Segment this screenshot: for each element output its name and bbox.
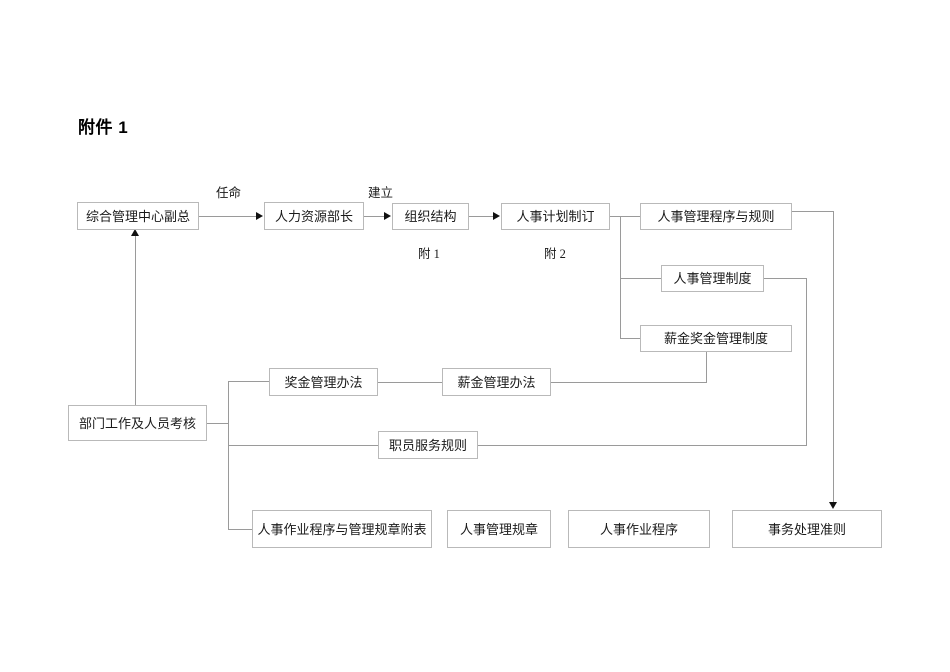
- connector-org-structure-to-hr-plan: [469, 216, 494, 217]
- connector-spine-to-hr-procedure-rules: [620, 216, 641, 217]
- right-spine-vertical: [620, 216, 621, 338]
- connector-hr-procedure-to-far-right: [792, 211, 834, 212]
- connector-spine-to-salary-bonus-system: [620, 338, 641, 339]
- node-hr-procedure-rules[interactable]: 人事管理程序与规则: [640, 203, 792, 230]
- connector-hr-plan-to-right-spine: [610, 216, 621, 217]
- connector-vp-to-hr-director: [199, 216, 257, 217]
- edge-label-establish: 建立: [368, 186, 394, 200]
- page-title: 附件 1: [78, 118, 129, 137]
- node-salary-method[interactable]: 薪金管理办法: [442, 368, 551, 396]
- node-general-mgmt-vp[interactable]: 综合管理中心副总: [77, 202, 199, 230]
- connector-spine-to-hr-system: [620, 278, 662, 279]
- connector-salary-method-to-salary-bonus: [550, 382, 707, 383]
- arrowhead-to-org-structure: [384, 212, 391, 220]
- connector-dept-appraisal-to-vp: [135, 236, 136, 406]
- node-org-structure[interactable]: 组织结构: [392, 203, 469, 230]
- node-hr-ops-procedure[interactable]: 人事作业程序: [568, 510, 710, 548]
- node-dept-work-appraisal[interactable]: 部门工作及人员考核: [68, 405, 207, 441]
- connector-salary-bonus-drop: [706, 352, 707, 382]
- connector-staff-service-rules-to-mid-right-vertical: [478, 445, 807, 446]
- arrowhead-to-affairs-handling-rules: [829, 502, 837, 509]
- arrowhead-to-general-mgmt-vp: [131, 229, 139, 236]
- connector-left-spine-to-staff-service-rules: [228, 445, 379, 446]
- connector-hr-director-to-org-structure: [364, 216, 385, 217]
- connector-left-spine-to-bottom-row: [228, 529, 253, 530]
- edge-label-appoint: 任命: [216, 186, 242, 200]
- arrowhead-to-hr-plan: [493, 212, 500, 220]
- node-hr-ops-procedure-appendix[interactable]: 人事作业程序与管理规章附表: [252, 510, 432, 548]
- node-affairs-handling-rules[interactable]: 事务处理准则: [732, 510, 882, 548]
- connector-bonus-to-salary-method: [378, 382, 443, 383]
- annotation-attach-1: 附 1: [418, 247, 440, 261]
- annotation-attach-2: 附 2: [544, 247, 566, 261]
- connector-dept-appraisal-to-left-spine: [207, 423, 229, 424]
- node-staff-service-rules[interactable]: 职员服务规则: [378, 431, 478, 459]
- left-spine-vertical: [228, 381, 229, 529]
- connector-hr-system-to-mid-right-vertical: [764, 278, 807, 279]
- connector-left-spine-to-bonus-method: [228, 381, 270, 382]
- arrowhead-to-hr-director: [256, 212, 263, 220]
- node-bonus-method[interactable]: 奖金管理办法: [269, 368, 378, 396]
- node-hr-system[interactable]: 人事管理制度: [661, 265, 764, 292]
- node-hr-plan[interactable]: 人事计划制订: [501, 203, 610, 230]
- far-right-vertical: [833, 211, 834, 506]
- node-hr-director[interactable]: 人力资源部长: [264, 202, 364, 230]
- node-hr-regulations[interactable]: 人事管理规章: [447, 510, 551, 548]
- mid-right-vertical: [806, 278, 807, 445]
- node-salary-bonus-system[interactable]: 薪金奖金管理制度: [640, 325, 792, 352]
